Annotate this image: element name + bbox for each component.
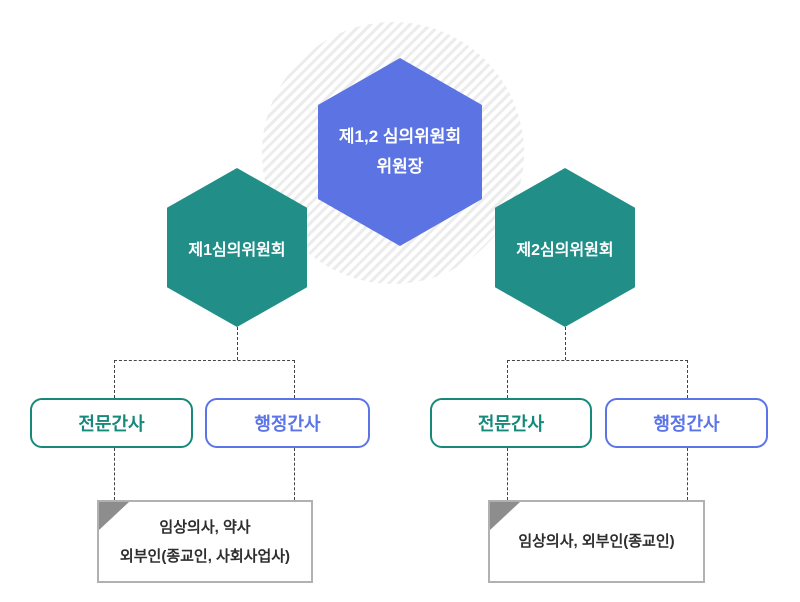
- committee1-admin-secretary-label: 행정간사: [254, 414, 321, 434]
- committee1-admin-secretary-box: 행정간사: [205, 398, 370, 448]
- connector-committee2-expert-drop: [507, 360, 508, 398]
- connector-committee2-branch: [507, 360, 688, 361]
- connector-committee1-expert-drop: [114, 360, 115, 398]
- committee2-members-line1: 임상의사, 외부인(종교인): [518, 533, 675, 550]
- committee1-expert-secretary-label: 전문간사: [78, 414, 145, 434]
- committee2-expert-secretary-label: 전문간사: [477, 414, 545, 434]
- committee1-expert-secretary-box: 전문간사: [30, 398, 193, 448]
- chairman-hexagon: 제1,2 심의위원회 위원장: [318, 58, 482, 246]
- committee1-members-line1: 임상의사, 약사: [159, 518, 251, 536]
- committee2-admin-secretary-box: 행정간사: [605, 398, 768, 448]
- committee2-members-note: 임상의사, 외부인(종교인): [488, 500, 705, 583]
- connector-expert2-note-drop: [507, 448, 508, 500]
- connector-committee1-drop: [237, 327, 238, 360]
- chairman-label-line1: 제1,2 심의위원회: [338, 127, 462, 146]
- committee2-admin-secretary-label: 행정간사: [653, 414, 720, 434]
- note-fold-corner-icon: [490, 502, 520, 530]
- committee2-label: 제2심의위원회: [516, 241, 614, 259]
- connector-committee2-admin-drop: [687, 360, 688, 398]
- chairman-label: 제1,2 심의위원회 위원장: [339, 122, 461, 182]
- note-fold-corner-icon: [99, 502, 129, 530]
- connector-admin1-note-drop: [294, 448, 295, 500]
- committee1-members-line2: 외부인(종교인, 사회사업사): [119, 547, 291, 565]
- connector-expert1-note-drop: [114, 448, 115, 500]
- connector-committee1-admin-drop: [294, 360, 295, 398]
- committee2-expert-secretary-box: 전문간사: [430, 398, 592, 448]
- committee1-members-note: 임상의사, 약사 외부인(종교인, 사회사업사): [97, 500, 313, 583]
- chairman-label-line2: 위원장: [376, 157, 424, 176]
- connector-admin2-note-drop: [687, 448, 688, 500]
- connector-committee1-branch: [114, 360, 295, 361]
- connector-committee2-drop: [565, 327, 566, 360]
- committee1-label: 제1심의위원회: [188, 241, 286, 259]
